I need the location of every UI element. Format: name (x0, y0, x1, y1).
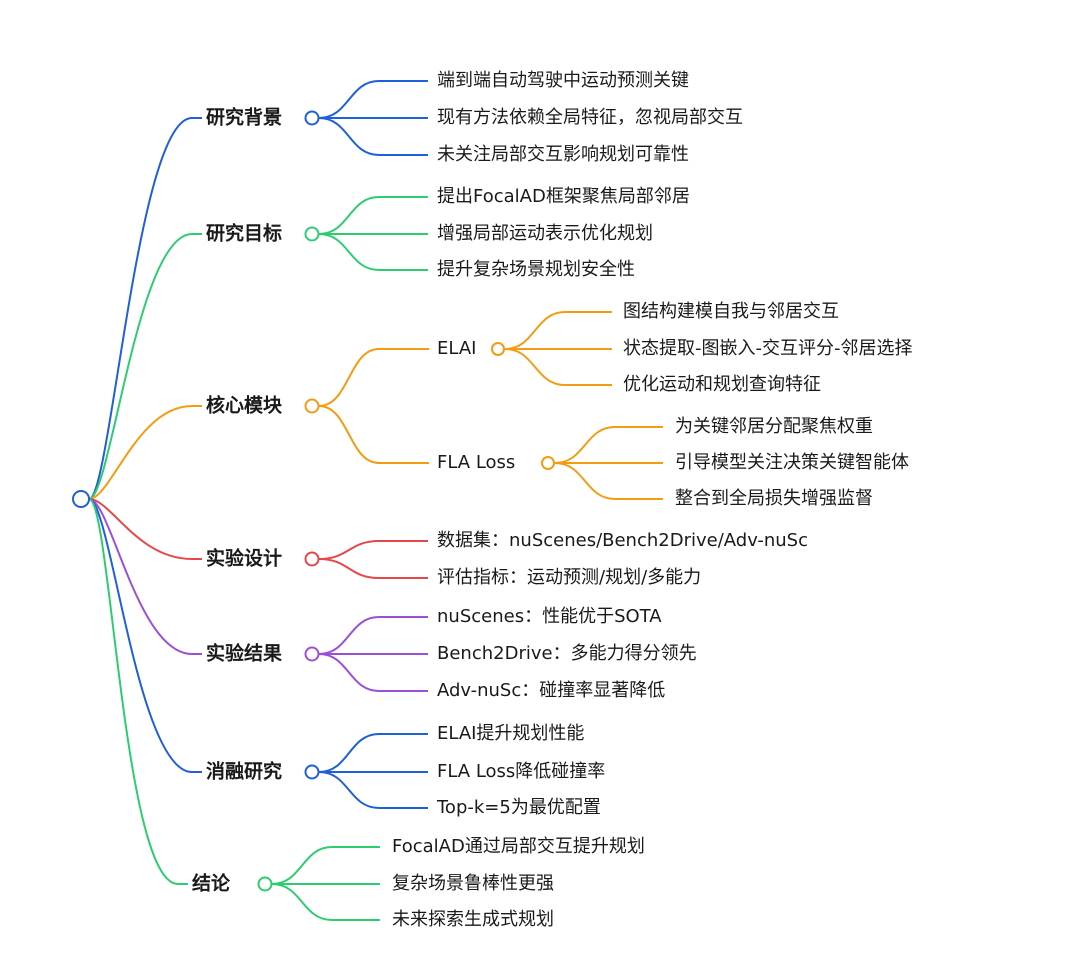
branch-5-leaf-label-0: ELAI提升规划性能 (437, 723, 584, 744)
branch-edge-1 (88, 233, 202, 500)
branch-label-6: 结论 (192, 872, 231, 895)
sub-label-0: ELAI (437, 338, 476, 359)
sub-edge-1 (318, 405, 429, 464)
branch-edge-5 (88, 498, 202, 773)
branch-edge-4 (88, 498, 202, 655)
sub-node-0[interactable] (491, 342, 505, 356)
branch-4-leaf-label-0: nuScenes：性能优于SOTA (437, 606, 662, 627)
branch-6-edge-2 (271, 883, 380, 921)
sub-edge-0 (318, 348, 429, 407)
branch-label-1: 研究目标 (206, 222, 282, 245)
sub-0-edge-0 (504, 311, 612, 350)
branch-5-edge-2 (318, 771, 428, 809)
branch-3-edge-0 (318, 540, 428, 560)
branch-4-edge-2 (318, 653, 428, 692)
branch-5-leaf-label-1: FLA Loss降低碰撞率 (437, 761, 605, 782)
branch-edge-6 (88, 498, 188, 885)
branch-1-leaf-label-0: 提出FocalAD框架聚焦局部邻居 (437, 186, 690, 207)
branch-5-edge-0 (318, 733, 428, 773)
sub-node-1[interactable] (541, 456, 555, 470)
branch-edge-2 (88, 405, 202, 500)
branch-label-2: 核心模块 (206, 394, 283, 417)
branch-6-leaf-label-0: FocalAD通过局部交互提升规划 (392, 836, 645, 857)
branch-0-edge-2 (318, 117, 428, 156)
sub-1-leaf-label-1: 引导模型关注决策关键智能体 (675, 452, 909, 473)
branch-3-leaf-label-0: 数据集：nuScenes/Bench2Drive/Adv-nuSc (437, 530, 808, 551)
sub-1-leaf-label-2: 整合到全局损失增强监督 (675, 488, 873, 509)
branch-label-5: 消融研究 (206, 760, 282, 783)
branch-1-leaf-label-1: 增强局部运动表示优化规划 (437, 223, 653, 244)
branch-node-0[interactable] (304, 110, 320, 126)
sub-1-leaf-label-0: 为关键邻居分配聚焦权重 (675, 416, 873, 437)
branch-6-leaf-label-1: 复杂场景鲁棒性更强 (392, 873, 554, 894)
branch-3-edge-1 (318, 558, 428, 579)
branch-node-2[interactable] (304, 398, 320, 414)
sub-label-1: FLA Loss (437, 452, 515, 473)
sub-0-leaf-label-1: 状态提取-图嵌入-交互评分-邻居选择 (623, 338, 912, 359)
branch-0-leaf-label-1: 现有方法依赖全局特征，忽视局部交互 (437, 107, 743, 128)
branch-node-6[interactable] (257, 876, 273, 892)
branch-edge-0 (88, 117, 202, 500)
branch-edge-3 (88, 498, 202, 560)
branch-node-5[interactable] (304, 764, 320, 780)
sub-0-edge-2 (504, 348, 612, 386)
branch-1-leaf-label-2: 提升复杂场景规划安全性 (437, 259, 635, 280)
branch-4-edge-0 (318, 616, 428, 655)
sub-0-leaf-label-2: 优化运动和规划查询特征 (623, 374, 821, 395)
branch-0-edge-0 (318, 80, 428, 119)
branch-3-leaf-label-1: 评估指标：运动预测/规划/多能力 (437, 567, 701, 588)
branch-4-leaf-label-1: Bench2Drive：多能力得分领先 (437, 643, 697, 664)
branch-5-leaf-label-2: Top-k=5为最优配置 (436, 797, 601, 818)
sub-1-edge-2 (554, 462, 663, 500)
branch-node-4[interactable] (304, 646, 320, 662)
branch-6-leaf-label-2: 未来探索生成式规划 (392, 909, 554, 930)
branch-label-0: 研究背景 (206, 106, 282, 129)
branch-label-3: 实验设计 (206, 547, 282, 570)
branch-0-leaf-label-0: 端到端自动驾驶中运动预测关键 (437, 70, 689, 91)
branch-label-4: 实验结果 (206, 642, 282, 665)
branch-4-leaf-label-2: Adv-nuSc：碰撞率显著降低 (437, 680, 665, 701)
branch-6-edge-0 (271, 846, 380, 885)
branch-1-edge-2 (318, 233, 428, 271)
sub-1-edge-0 (554, 426, 663, 464)
branch-node-1[interactable] (304, 226, 320, 242)
branch-1-edge-0 (318, 196, 428, 235)
root-node[interactable] (72, 490, 90, 508)
branch-0-leaf-label-2: 未关注局部交互影响规划可靠性 (437, 144, 689, 165)
sub-0-leaf-label-0: 图结构建模自我与邻居交互 (623, 301, 839, 322)
branch-node-3[interactable] (304, 551, 320, 567)
